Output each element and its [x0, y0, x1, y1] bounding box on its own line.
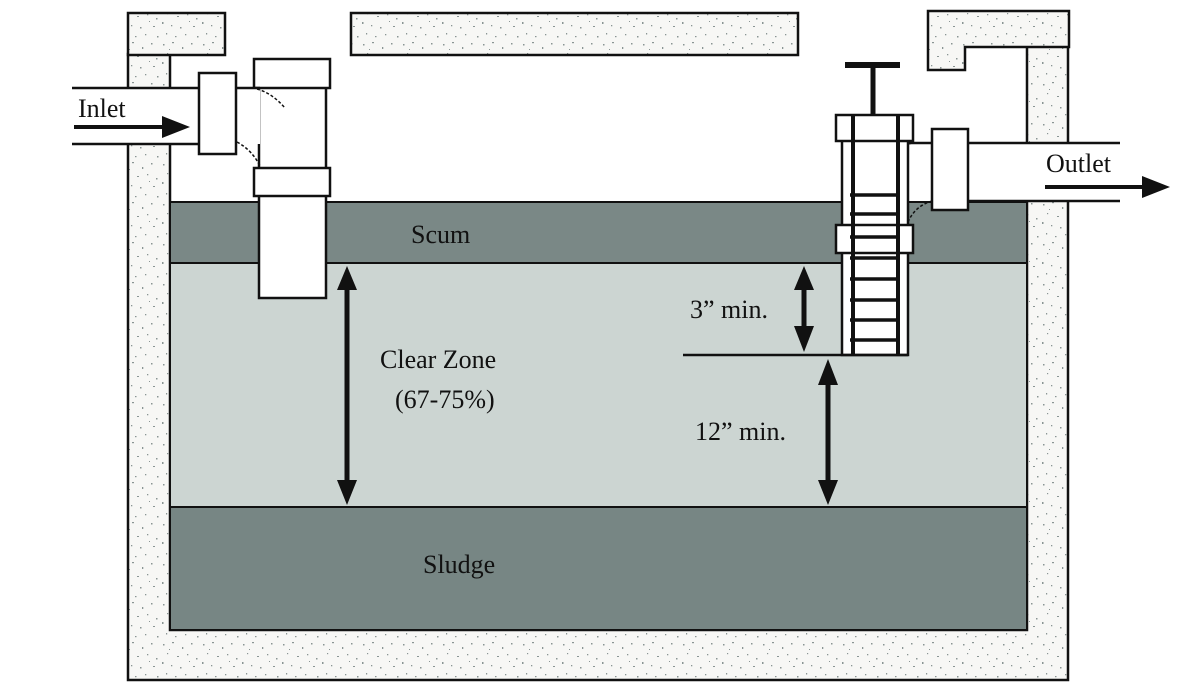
effluent-filter: [834, 62, 915, 357]
three-inch-min-label: 3” min.: [690, 295, 768, 324]
left-lid: [126, 11, 227, 57]
twelve-inch-min-label: 12” min.: [695, 417, 786, 446]
three-inch-dimension: [794, 266, 814, 352]
outlet-arrowhead: [1142, 176, 1170, 198]
twelve-inch-dimension: [818, 359, 838, 505]
outlet-label: Outlet: [1046, 149, 1112, 178]
clear-zone-label: Clear Zone: [380, 345, 496, 374]
inlet-arrowhead: [162, 116, 190, 138]
scum-label: Scum: [411, 220, 470, 249]
tank-walls: [126, 9, 1071, 682]
sludge-layer: [169, 506, 1028, 631]
right-lid: [926, 9, 1071, 72]
middle-lid: [349, 11, 800, 57]
filter-slats: [850, 193, 898, 342]
inlet-label: Inlet: [78, 94, 126, 123]
outlet-pipe: [881, 127, 1170, 223]
sludge-label: Sludge: [423, 550, 495, 579]
clear-zone-dimension: [337, 266, 357, 505]
inlet-pipe: [72, 57, 332, 300]
clear-zone-range-label: (67-75%): [395, 385, 495, 414]
